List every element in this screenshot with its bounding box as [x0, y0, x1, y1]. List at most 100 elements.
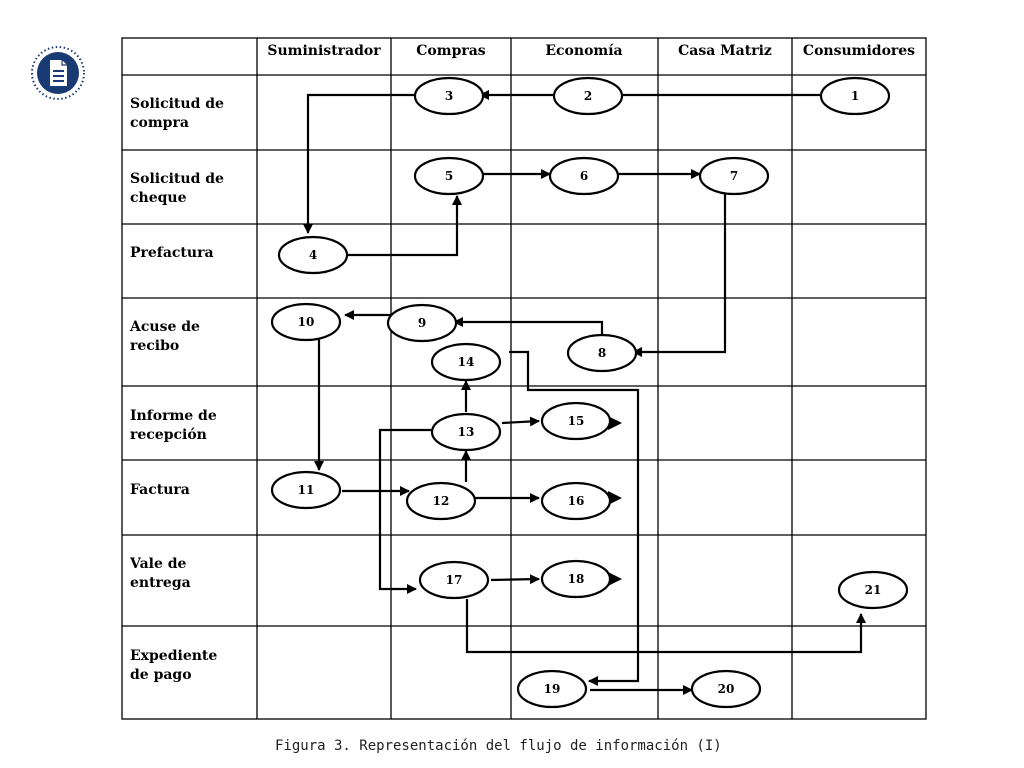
node-number: 13	[458, 425, 475, 439]
node-ellipse	[540, 559, 612, 599]
row-label: Factura	[130, 482, 190, 498]
flow-node-8: 8	[566, 333, 638, 373]
flow-node-3: 3	[413, 76, 485, 116]
flow-node-17: 17	[418, 560, 490, 600]
row-label: Expediente	[130, 648, 217, 664]
node-ellipse	[270, 470, 342, 510]
node-ellipse	[405, 481, 477, 521]
node-ellipse	[690, 669, 762, 709]
node-number: 4	[309, 248, 317, 262]
node-number: 19	[544, 682, 561, 696]
row-label: recibo	[130, 338, 179, 354]
flow-node-1: 1	[819, 76, 891, 116]
node-ellipse	[540, 481, 612, 521]
row-label: cheque	[130, 190, 187, 206]
badge-dotted-ring	[31, 46, 85, 100]
flow-node-21: 21	[837, 570, 909, 610]
flow-arrow-14-19	[509, 350, 640, 686]
node-number: 9	[418, 316, 426, 330]
flow-node-10: 10	[270, 302, 342, 342]
row-label: de pago	[130, 667, 192, 683]
node-ellipse	[418, 560, 490, 600]
flow-arrow-7-8	[632, 192, 727, 357]
node-ellipse	[837, 570, 909, 610]
node-ellipse	[270, 302, 342, 342]
node-ellipse	[516, 669, 588, 709]
column-header: Suministrador	[267, 43, 381, 59]
column-header: Economía	[545, 43, 622, 59]
flow-node-15: 15	[540, 401, 612, 441]
flow-node-13: 13	[430, 412, 502, 452]
node-number: 12	[433, 494, 450, 508]
node-number: 1	[851, 89, 859, 103]
figure-caption: Figura 3. Representación del flujo de in…	[275, 738, 722, 754]
row-label: Informe de	[130, 408, 217, 424]
flow-node-12: 12	[405, 481, 477, 521]
boundary-arrowhead	[608, 491, 622, 505]
flow-node-18: 18	[540, 559, 612, 599]
node-ellipse	[430, 342, 502, 382]
flow-arrow-13-15	[501, 416, 540, 427]
document-icon	[50, 60, 67, 86]
node-ellipse	[552, 76, 624, 116]
flow-node-9: 9	[386, 303, 458, 343]
node-number: 15	[568, 414, 585, 428]
flow-arrow-4-5	[342, 195, 462, 257]
row-label: Solicitud de	[130, 171, 224, 187]
flow-arrow-13-17	[378, 428, 431, 594]
flow-node-5: 5	[413, 156, 485, 196]
row-label: Prefactura	[130, 245, 214, 261]
node-number: 5	[445, 169, 453, 183]
row-label: Solicitud de	[130, 96, 224, 112]
flow-node-16: 16	[540, 481, 612, 521]
node-number: 3	[445, 89, 453, 103]
node-ellipse	[540, 401, 612, 441]
flow-node-6: 6	[548, 156, 620, 196]
flow-node-4: 4	[277, 235, 349, 275]
node-number: 10	[298, 315, 315, 329]
node-ellipse	[413, 156, 485, 196]
node-ellipse	[430, 412, 502, 452]
node-ellipse	[413, 76, 485, 116]
boundary-arrowhead	[608, 416, 622, 430]
node-number: 2	[584, 89, 592, 103]
flow-node-19: 19	[516, 669, 588, 709]
node-number: 18	[568, 572, 585, 586]
document-badge	[31, 46, 85, 100]
flow-arrow-17-18	[490, 574, 540, 585]
node-ellipse	[386, 303, 458, 343]
row-label: compra	[130, 115, 189, 131]
node-number: 11	[298, 483, 315, 497]
flow-node-14: 14	[430, 342, 502, 382]
node-number: 7	[730, 169, 738, 183]
node-number: 17	[446, 573, 463, 587]
flow-node-11: 11	[270, 470, 342, 510]
flow-node-2: 2	[552, 76, 624, 116]
flow-arrow-3-4	[303, 93, 416, 234]
node-number: 8	[598, 346, 606, 360]
column-header: Compras	[416, 43, 486, 59]
node-ellipse	[566, 333, 638, 373]
node-number: 14	[458, 355, 475, 369]
flow-node-7: 7	[698, 156, 770, 196]
flow-arrow-17-21	[465, 599, 866, 654]
node-number: 20	[718, 682, 735, 696]
column-header: Consumidores	[803, 43, 915, 59]
node-number: 21	[865, 583, 882, 597]
flow-arrow-8-9	[453, 317, 604, 338]
flow-node-20: 20	[690, 669, 762, 709]
node-number: 16	[568, 494, 585, 508]
flow-arrows	[303, 90, 866, 695]
node-ellipse	[548, 156, 620, 196]
table-grid	[121, 37, 927, 720]
row-label: recepción	[130, 427, 207, 443]
row-label: Vale de	[129, 556, 187, 572]
boundary-arrowhead	[608, 572, 622, 586]
node-number: 6	[580, 169, 588, 183]
node-ellipse	[819, 76, 891, 116]
row-label: entrega	[130, 575, 191, 591]
